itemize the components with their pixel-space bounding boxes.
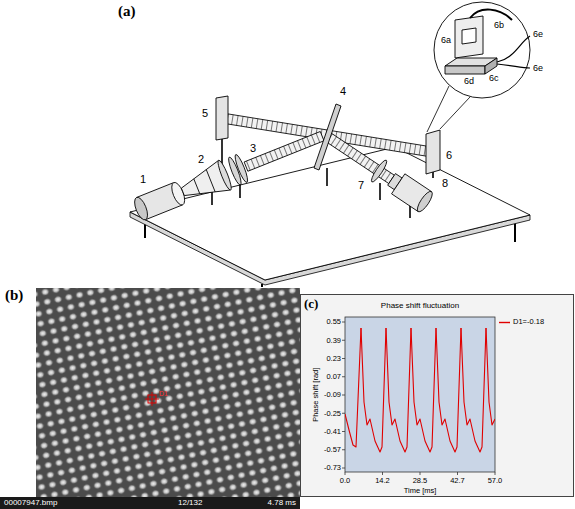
callout-number: 3 [250, 143, 256, 154]
chart-title: Phase shift fluctuation [381, 302, 459, 310]
optical-table [130, 147, 530, 287]
laser-and-expander [130, 121, 328, 225]
tick-label: 57.0 [488, 477, 503, 485]
marker-label: D1 [159, 390, 168, 397]
axis-title: Phase shift [rad] [312, 368, 320, 422]
tick-label: -0.25 [324, 410, 341, 418]
callout-number: 6 [446, 150, 452, 161]
tick-label: 0.07 [326, 373, 341, 381]
tick-label: -0.09 [324, 391, 341, 399]
tick-label: -0.73 [324, 464, 341, 472]
panel-label: (c) [304, 297, 318, 310]
phase-chart [301, 295, 574, 497]
tick-label: 14.2 [375, 477, 390, 485]
interferogram [0, 288, 300, 509]
callout-number: 6b [494, 21, 504, 30]
frame-counter: 12/132 [178, 499, 202, 507]
legend-text: D1=-0.18 [513, 318, 544, 326]
camera-arm [321, 126, 435, 214]
tick-label: 0.0 [340, 477, 350, 485]
frame-time: 4.78 ms [268, 499, 296, 507]
panel-label: (a) [118, 4, 136, 19]
callout-number: 8 [442, 178, 448, 189]
callout-number: 6d [464, 77, 474, 86]
callout-number: 4 [340, 86, 346, 97]
tick-label: 42.7 [450, 477, 465, 485]
inset-detail [434, 2, 530, 98]
callout-number: 1 [140, 174, 146, 185]
callout-number: 2 [198, 154, 204, 165]
axis-title: Time [ms] [404, 487, 437, 495]
panel-label: (b) [5, 288, 23, 303]
tick-label: 0.23 [326, 355, 341, 363]
callout-number: 6a [441, 36, 451, 45]
tick-label: 0.55 [326, 318, 341, 326]
file-name: 00007947.bmp [4, 499, 57, 507]
callout-number: 6e [533, 64, 543, 73]
tick-label: -0.41 [324, 428, 341, 436]
tick-label: 0.39 [326, 337, 341, 345]
callout-number: 6e [533, 30, 543, 39]
mirrors-and-splitter [216, 96, 440, 174]
callout-number: 6c [489, 74, 499, 83]
tick-label: -0.57 [324, 446, 341, 454]
tick-label: 28.5 [413, 477, 428, 485]
callout-number: 7 [358, 180, 364, 191]
legend-line [499, 322, 510, 323]
callout-number: 5 [202, 108, 208, 119]
